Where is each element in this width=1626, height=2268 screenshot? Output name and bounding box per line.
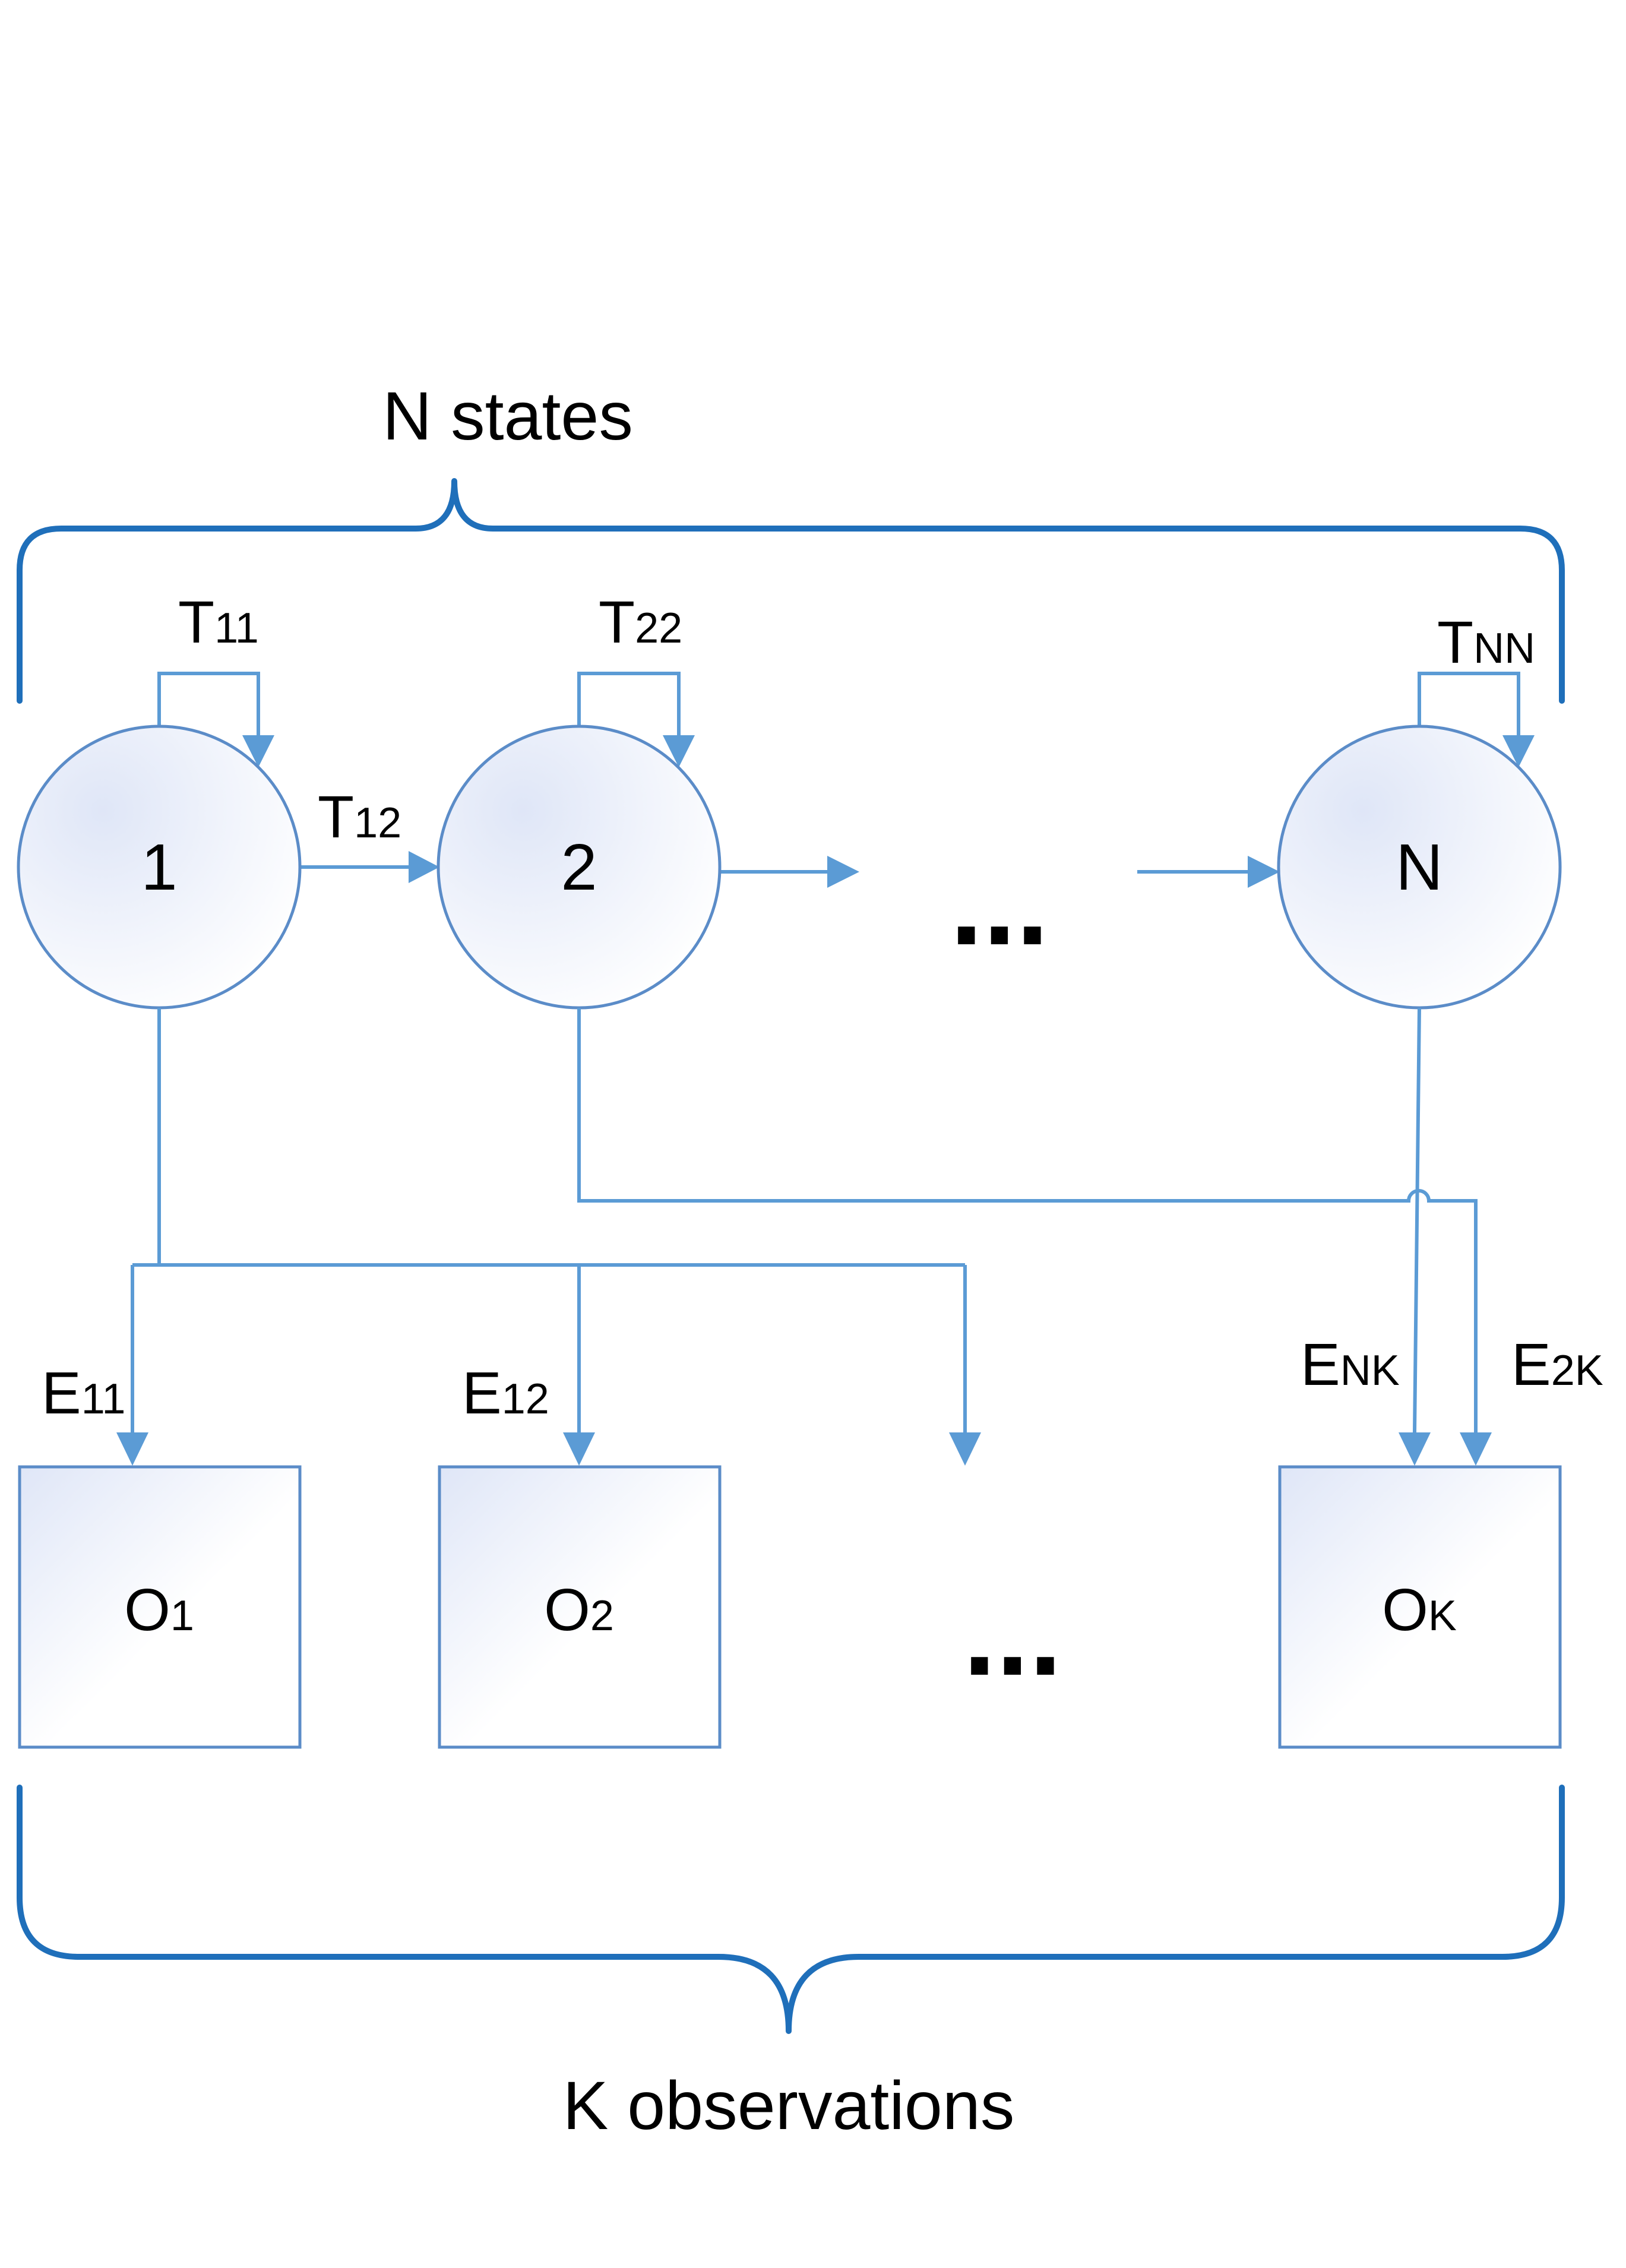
- enk-label: ENK: [1301, 1331, 1400, 1398]
- observation-2-label: O2: [544, 1577, 614, 1643]
- observation-k-label: OK: [1382, 1577, 1457, 1643]
- observation-1-label: O1: [124, 1577, 194, 1643]
- self-loop-t22: [577, 672, 695, 767]
- transition-2-to-next: [720, 856, 859, 888]
- emission-wire-state-2-to-ok: [577, 1008, 1492, 1466]
- state-node-2: 2: [436, 725, 722, 1010]
- t12-label: T12: [318, 784, 401, 850]
- e12-label: E12: [462, 1360, 549, 1426]
- bottom-brace: [17, 1785, 1565, 2034]
- state-node-n: N: [1277, 725, 1562, 1010]
- bottom-brace-label: K observations: [563, 2068, 1015, 2144]
- state-node-1-label: 1: [141, 831, 177, 904]
- top-brace: [17, 478, 1565, 704]
- top-brace-label: N states: [382, 378, 633, 454]
- e11-label: E11: [42, 1360, 125, 1426]
- self-loop-t11: [157, 672, 274, 767]
- observations-ellipsis: ...: [963, 1568, 1062, 1700]
- t22-label: T22: [599, 589, 682, 656]
- emission-wires-state-1: [116, 1008, 981, 1466]
- e2k-label: E2K: [1511, 1331, 1603, 1398]
- observation-box-1: O1: [18, 1465, 302, 1749]
- observation-box-2: O2: [438, 1465, 722, 1749]
- self-loop-tnn: [1418, 672, 1535, 767]
- transition-1-to-2: [300, 851, 439, 883]
- states-ellipsis: ...: [950, 837, 1049, 970]
- t11-label: T11: [178, 589, 259, 656]
- observation-box-k: OK: [1278, 1465, 1562, 1749]
- state-node-1: 1: [17, 725, 302, 1010]
- tnn-label: TNN: [1437, 609, 1535, 676]
- state-node-n-label: N: [1396, 831, 1442, 904]
- transition-prev-to-n: [1137, 856, 1280, 888]
- emission-wire-state-n-to-ok: [1399, 1007, 1431, 1466]
- state-node-2-label: 2: [561, 831, 597, 904]
